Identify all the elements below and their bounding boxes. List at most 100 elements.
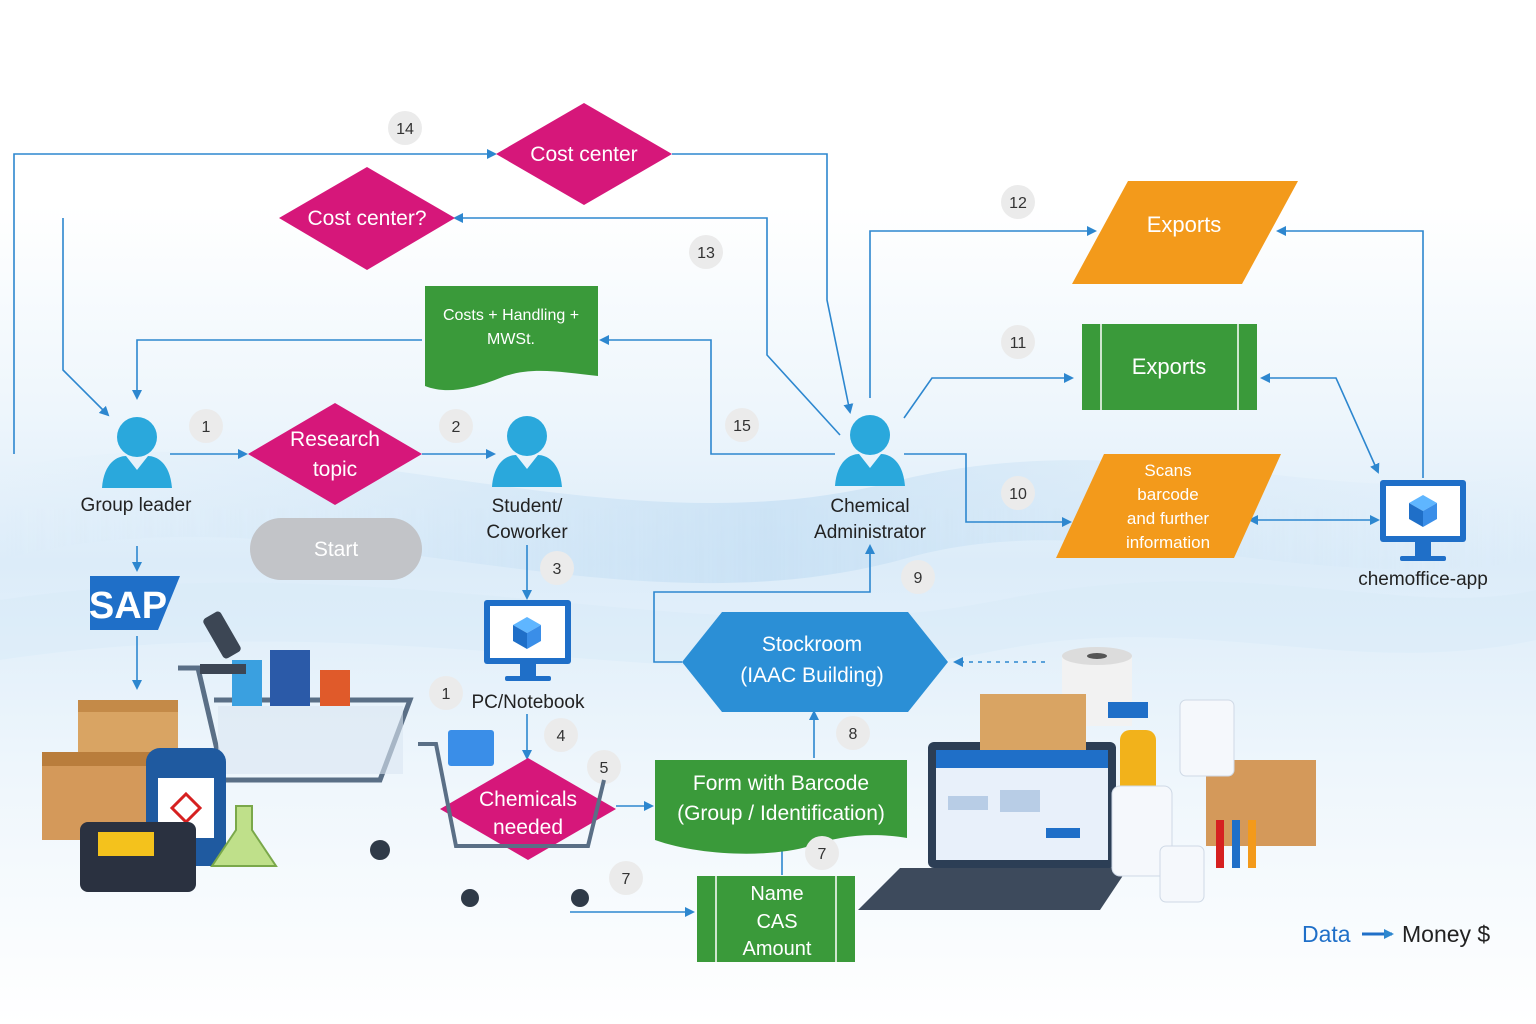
step-3: 3 — [540, 551, 574, 585]
step-1: 1 — [189, 409, 223, 443]
costs-doc-line-2: MWSt. — [487, 331, 535, 348]
chemicals-needed-node: Chemicals needed — [440, 758, 616, 860]
step-14: 14 — [388, 111, 422, 145]
cube-icon — [513, 617, 541, 649]
svg-text:1: 1 — [442, 686, 451, 703]
pc-notebook-label: PC/Notebook — [471, 692, 585, 713]
svg-text:10: 10 — [1009, 486, 1027, 503]
bottles-icon — [1111, 699, 1256, 903]
svg-text:14: 14 — [396, 121, 414, 138]
step-7a: 7 — [609, 861, 643, 895]
research-topic-node: Research topic — [248, 403, 422, 505]
step-7b: 7 — [805, 836, 839, 870]
step-4: 4 — [544, 718, 578, 752]
step-numbers: 14 12 13 11 1 2 15 10 3 9 1 4 8 5 7 7 — [189, 111, 1035, 895]
exports-top-node: Exports — [1072, 181, 1298, 284]
step-8: 8 — [836, 716, 870, 750]
step-12: 12 — [1001, 185, 1035, 219]
name-cas-amount-node: Name CAS Amount — [697, 876, 855, 962]
costs-document-node: Costs + Handling + MWSt. — [425, 286, 598, 391]
arrow-costs-to-leader — [132, 339, 422, 400]
start-node: Start — [250, 518, 422, 580]
flask-icon — [210, 805, 278, 867]
svg-text:1: 1 — [202, 419, 211, 436]
person-icon — [102, 417, 172, 488]
name-cas-line-3: Amount — [743, 938, 812, 960]
research-topic-line-1: Research — [290, 428, 380, 451]
cost-center-question-label: Cost center? — [307, 207, 426, 230]
scans-line-1: Scans — [1144, 461, 1191, 480]
form-barcode-line-2: (Group / Identification) — [677, 802, 885, 825]
stockroom-line-1: Stockroom — [762, 633, 862, 656]
cost-center-label: Cost center — [530, 143, 637, 166]
arrow-cost-center-to-admin — [672, 153, 854, 414]
step-11: 11 — [1001, 325, 1035, 359]
scans-line-2: barcode — [1137, 485, 1198, 504]
legend: Data Money $ — [1302, 921, 1490, 947]
microscope-icon — [200, 611, 246, 674]
costs-doc-line-1: Costs + Handling + — [443, 307, 579, 324]
name-cas-line-2: CAS — [756, 911, 797, 933]
svg-text:13: 13 — [697, 245, 715, 262]
supplies-illustration-left — [42, 611, 414, 892]
chemoffice-actor: chemoffice-app — [1358, 480, 1488, 590]
svg-text:7: 7 — [622, 871, 631, 888]
supplies-illustration-right — [858, 647, 1316, 910]
svg-text:7: 7 — [818, 846, 827, 863]
person-icon — [492, 416, 562, 487]
name-cas-line-1: Name — [750, 883, 803, 905]
svg-text:15: 15 — [733, 418, 751, 435]
start-label: Start — [314, 538, 359, 561]
group-leader-actor: Group leader — [81, 417, 193, 516]
svg-text:12: 12 — [1009, 195, 1027, 212]
arrow-10 — [904, 453, 1072, 527]
arrow-13 — [453, 213, 841, 436]
cart-illustration-middle — [418, 730, 606, 907]
step-15: 15 — [725, 408, 759, 442]
svg-text:8: 8 — [849, 726, 858, 743]
cost-center-question-node: Cost center? — [279, 167, 455, 270]
scanner-icon — [80, 822, 196, 892]
step-9: 9 — [901, 560, 935, 594]
chemicals-needed-line-2: needed — [493, 816, 563, 839]
monitor-icon — [1380, 480, 1466, 561]
form-barcode-node: Form with Barcode (Group / Identificatio… — [655, 760, 907, 854]
stockroom-node: Stockroom (IAAC Building) — [682, 612, 948, 712]
person-icon — [835, 415, 905, 486]
chem-admin-label-1: Chemical — [830, 496, 909, 517]
cube-icon — [1409, 495, 1437, 527]
chem-admin-label-2: Administrator — [814, 522, 927, 543]
stockroom-line-2: (IAAC Building) — [740, 664, 884, 687]
arrow-14 — [13, 149, 497, 454]
arrow-12 — [869, 226, 1097, 398]
arrow-9 — [653, 544, 875, 663]
arrow-11 — [903, 373, 1074, 419]
shopping-cart-icon — [178, 650, 414, 860]
arrow-cost-q-to-leader — [62, 218, 110, 417]
exports-mid-label: Exports — [1132, 354, 1207, 379]
step-13: 13 — [689, 235, 723, 269]
scans-line-4: information — [1126, 533, 1210, 552]
step-10: 10 — [1001, 476, 1035, 510]
svg-text:9: 9 — [914, 570, 923, 587]
chemical-admin-actor: Chemical Administrator — [814, 415, 927, 543]
legend-money: Money $ — [1402, 921, 1490, 947]
scans-line-3: and further — [1127, 509, 1210, 528]
svg-text:4: 4 — [557, 728, 566, 745]
step-1b: 1 — [429, 676, 463, 710]
svg-text:11: 11 — [1010, 335, 1027, 352]
form-barcode-line-1: Form with Barcode — [693, 772, 869, 795]
chemoffice-label: chemoffice-app — [1358, 569, 1488, 590]
legend-data: Data — [1302, 921, 1351, 947]
cost-center-node: Cost center — [496, 103, 672, 205]
research-topic-line-2: topic — [313, 458, 357, 481]
sap-logo: SAP — [89, 576, 180, 630]
sap-label: SAP — [89, 585, 167, 627]
chemicals-needed-line-1: Chemicals — [479, 788, 577, 811]
connectors — [13, 149, 1424, 917]
student-label-2: Coworker — [486, 522, 568, 543]
svg-text:5: 5 — [600, 760, 609, 777]
scans-node: Scans barcode and further information — [1056, 454, 1281, 558]
group-leader-label: Group leader — [81, 495, 193, 516]
